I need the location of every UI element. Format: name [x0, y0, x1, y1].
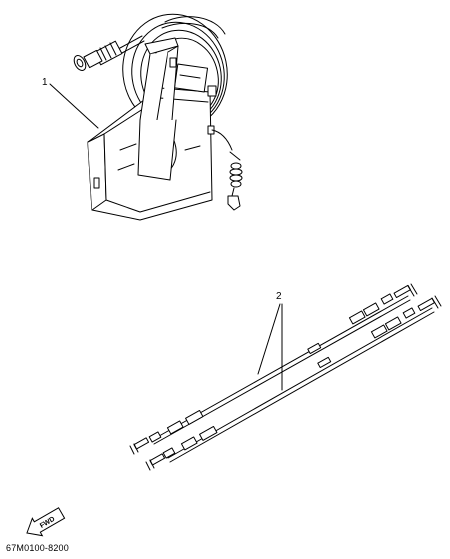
fwd-arrow-icon: FWD	[26, 507, 66, 537]
callout-1-leader	[49, 83, 99, 129]
housing-details	[93, 143, 201, 189]
drawing-number: 67M0100-8200	[6, 543, 69, 553]
lanyard-clip	[211, 129, 243, 211]
cable-lower	[145, 295, 442, 471]
callout-1: 1	[42, 77, 48, 88]
control-lever	[137, 37, 179, 181]
remote-control-box	[49, 13, 243, 221]
harness-connector	[73, 35, 145, 71]
callout-2: 2	[276, 291, 282, 302]
control-cables	[129, 283, 442, 471]
cable-upper	[129, 283, 418, 455]
callout-2-leader-upper	[257, 303, 281, 375]
